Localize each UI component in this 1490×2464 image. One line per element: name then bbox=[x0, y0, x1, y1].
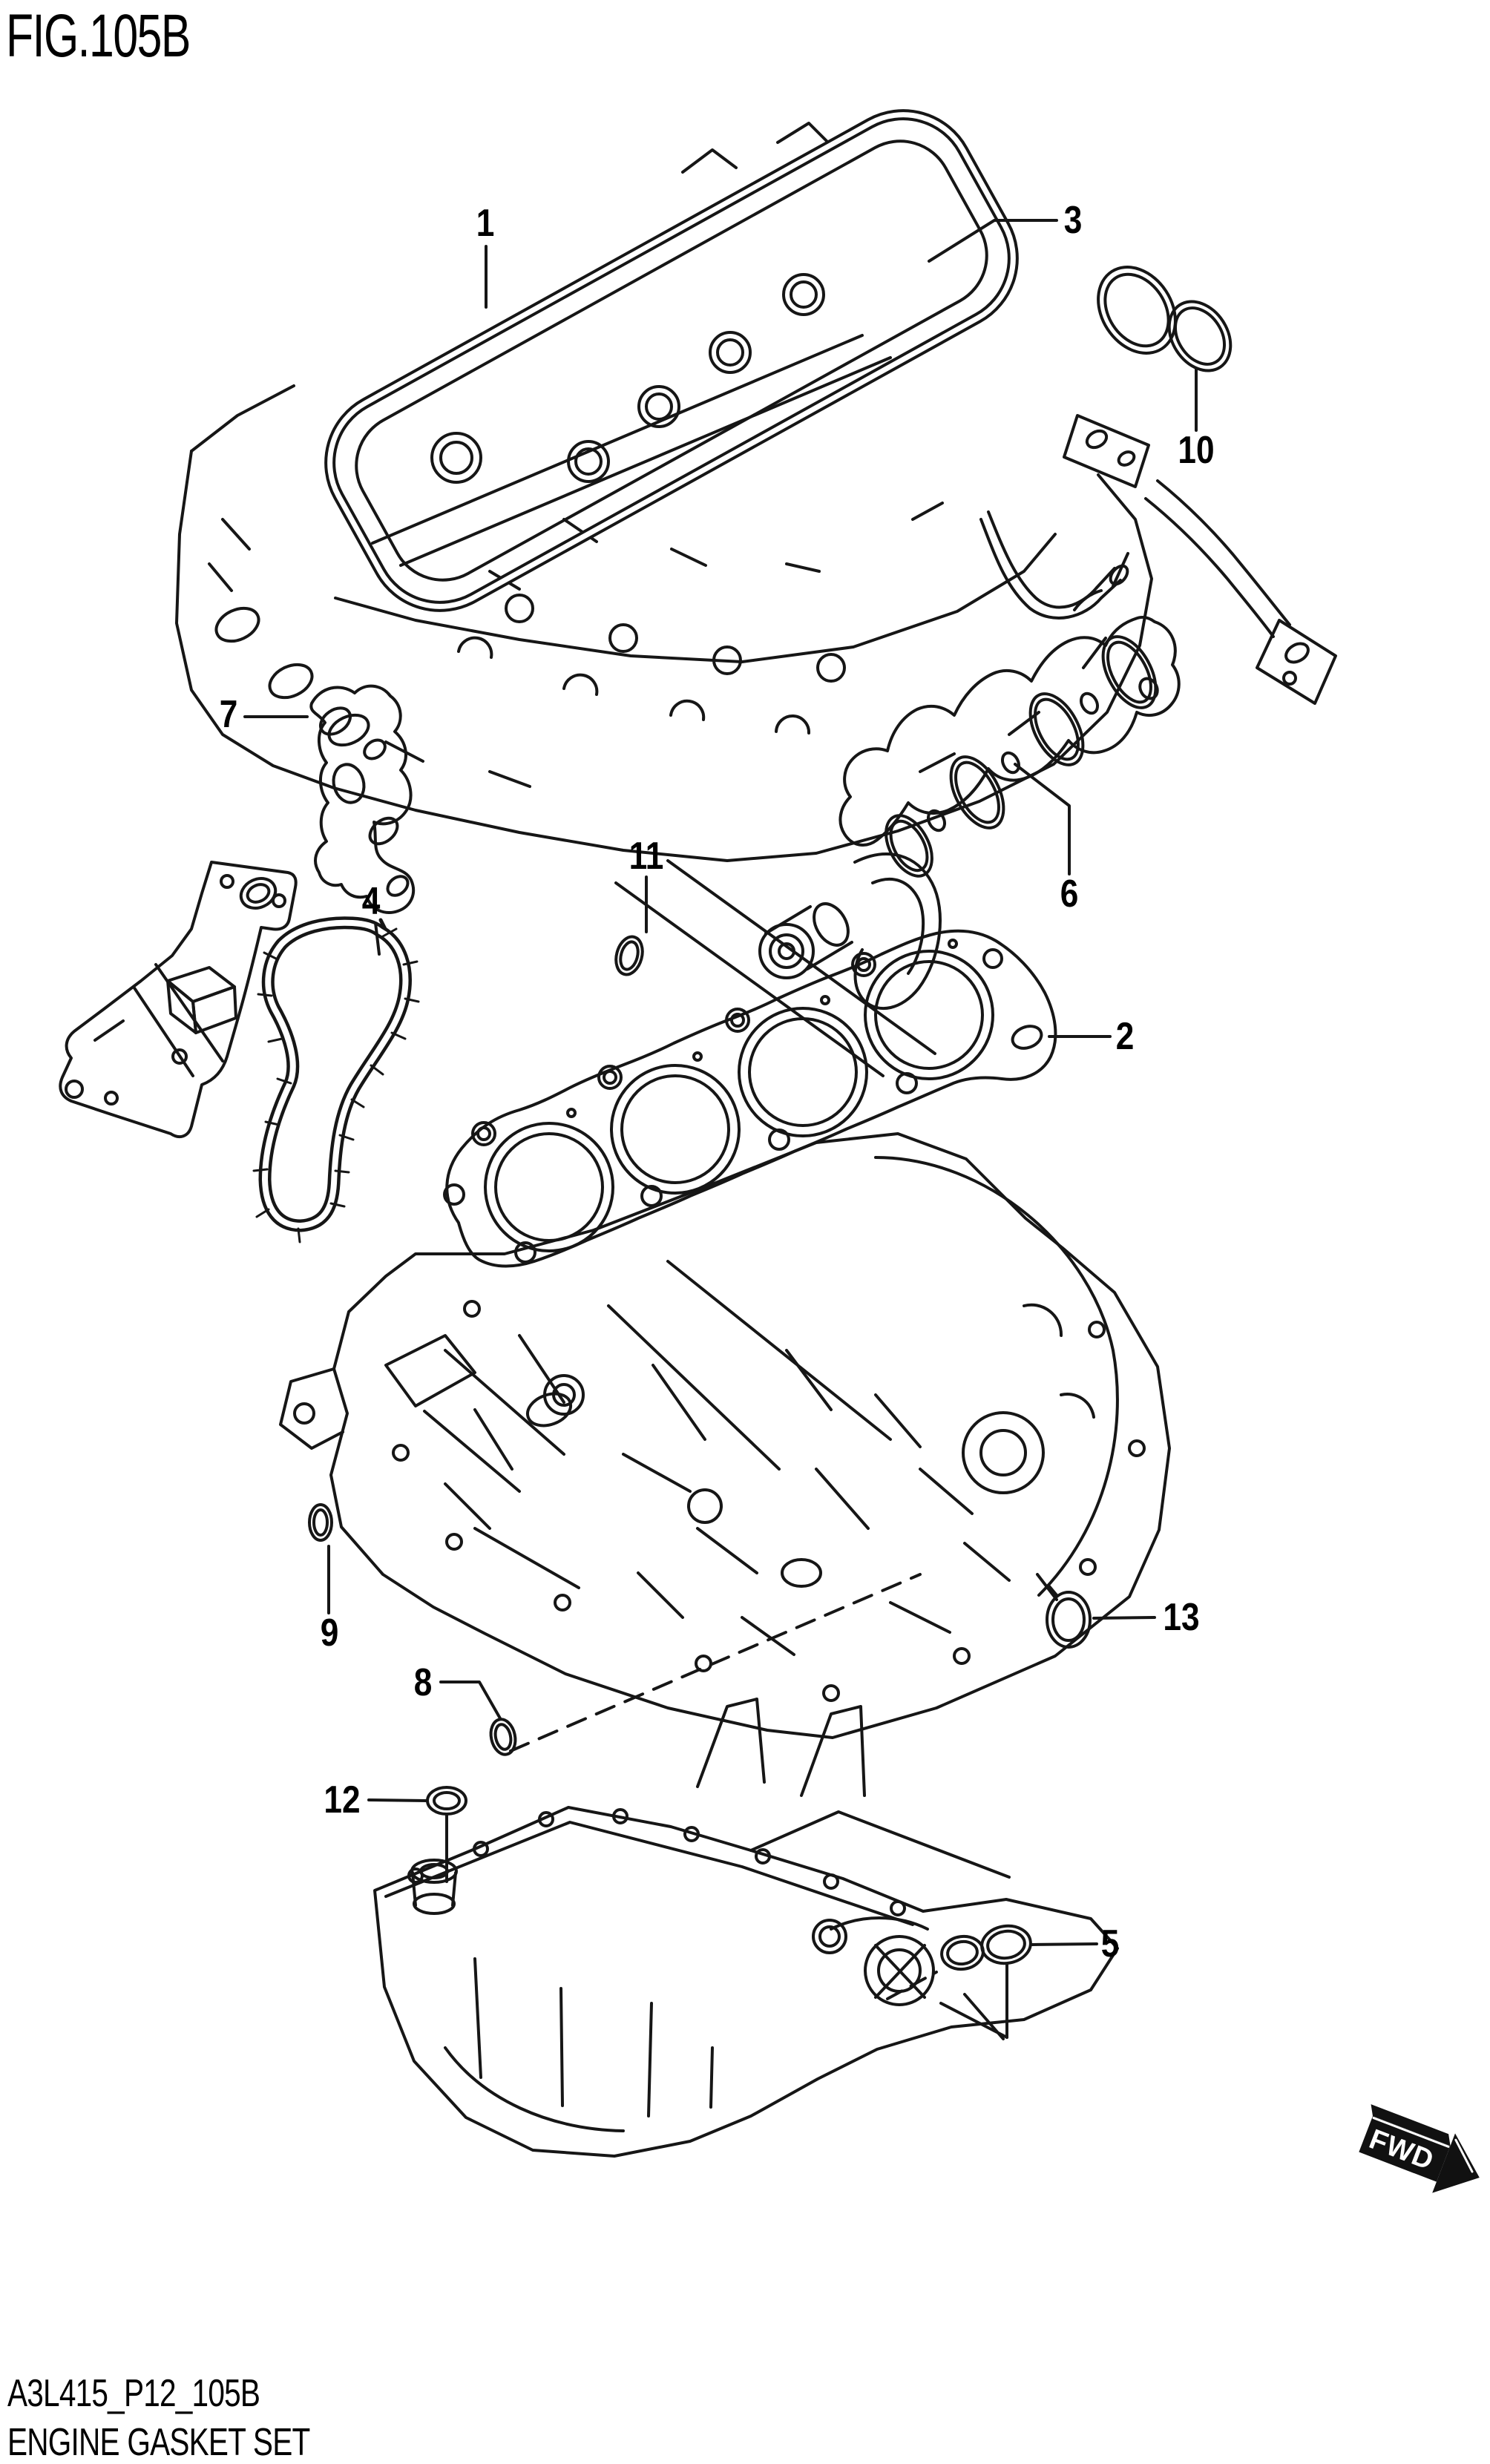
crankshaft-nose bbox=[758, 852, 942, 1011]
oil-pan bbox=[373, 1806, 1119, 2158]
callout-3: 3 bbox=[1063, 199, 1083, 242]
callout-11: 11 bbox=[629, 835, 664, 878]
callout-4: 4 bbox=[361, 880, 381, 923]
callout-5: 5 bbox=[1100, 1922, 1120, 1965]
chain-cover-gasket-4 bbox=[252, 916, 420, 1244]
callout-8: 8 bbox=[413, 1661, 433, 1704]
footer-part-code: A3L415_P12_105B bbox=[7, 2372, 260, 2415]
valve-cover-gasket bbox=[324, 109, 1019, 612]
seal-rings-10 bbox=[1097, 266, 1233, 372]
callout-6: 6 bbox=[1060, 873, 1079, 916]
oring-11 bbox=[614, 935, 644, 976]
leader-lines bbox=[243, 219, 1198, 1946]
manifold-gasket-6 bbox=[838, 615, 1181, 878]
callout-2: 2 bbox=[1115, 1015, 1135, 1058]
fwd-arrow-icon: FWD bbox=[1359, 2104, 1480, 2193]
cylinder-block bbox=[279, 1132, 1171, 2000]
chain-cover-plate bbox=[59, 861, 298, 1139]
callout-12: 12 bbox=[324, 1778, 361, 1821]
callout-13: 13 bbox=[1163, 1596, 1200, 1639]
figure-title: FIG.105B bbox=[6, 2, 191, 70]
oring-9 bbox=[308, 1503, 333, 1542]
cylinder-head bbox=[175, 384, 1337, 1077]
water-outlet-gasket-7 bbox=[309, 684, 416, 914]
callout-9: 9 bbox=[320, 1612, 339, 1655]
heater-pipe bbox=[979, 510, 1129, 620]
callout-10: 10 bbox=[1178, 429, 1215, 472]
head-gasket-2 bbox=[443, 929, 1057, 1268]
callout-1: 1 bbox=[476, 202, 495, 245]
oring-8 bbox=[489, 1718, 517, 1756]
oring-13 bbox=[1046, 1585, 1092, 1649]
callout-7: 7 bbox=[219, 693, 238, 736]
seal-rings-5 bbox=[939, 1924, 1032, 2039]
footer-caption: ENGINE GASKET SET bbox=[7, 2421, 310, 2464]
